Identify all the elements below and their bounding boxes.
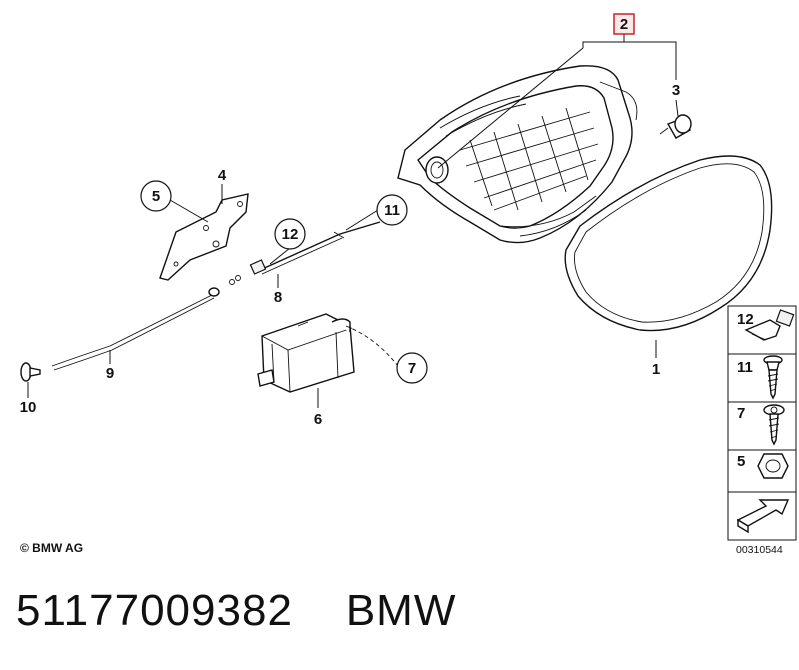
- callout-11: 11: [376, 194, 408, 226]
- pull-knob-part-10: [20, 362, 41, 382]
- leader-lines: [27, 34, 679, 408]
- callout-1: 1: [652, 361, 660, 378]
- legend-panel: 12 11 7 5: [727, 305, 797, 541]
- part-number: 51177009382: [16, 586, 293, 635]
- callout-3: 3: [672, 82, 680, 99]
- arrow-icon: [736, 499, 790, 534]
- fuel-flap-part-1: [564, 155, 773, 332]
- callout-7: 7: [396, 352, 428, 384]
- callout-12: 12: [274, 218, 306, 250]
- legend-label-7: 7: [737, 405, 745, 422]
- callout-5: 5: [140, 180, 172, 212]
- legend-label-12: 12: [737, 311, 754, 328]
- grommet-part-3: [659, 114, 692, 139]
- hex-nut-icon: [757, 453, 789, 479]
- svg-text:12: 12: [282, 226, 299, 243]
- copyright-notice: © BMW AG: [20, 541, 84, 555]
- callout-6: 6: [314, 411, 322, 428]
- svg-text:5: 5: [152, 188, 160, 205]
- callout-4: 4: [218, 167, 227, 184]
- svg-text:11: 11: [384, 202, 400, 219]
- svg-text:7: 7: [408, 360, 416, 377]
- cable-part-8: [229, 221, 381, 285]
- callout-2: 2: [613, 13, 635, 35]
- parts-diagram: 2 3 4 5 11 12 8 9 10 7 6 1 12 11: [20, 13, 797, 541]
- clip-icon: [744, 309, 795, 341]
- drawing-number: 00310544: [736, 544, 783, 556]
- bracket-part-4: [159, 193, 249, 281]
- brand-name: BMW: [345, 586, 457, 635]
- pull-cable-part-9: [51, 287, 220, 371]
- housing-grid: [459, 107, 599, 211]
- legend-label-5: 5: [737, 453, 745, 470]
- callout-10: 10: [20, 399, 37, 416]
- callout-8: 8: [274, 289, 282, 306]
- svg-text:2: 2: [620, 16, 628, 33]
- filler-housing: [397, 65, 638, 244]
- actuator-part-6: [257, 313, 355, 393]
- screw-icon: [763, 355, 783, 400]
- callout-9: 9: [106, 365, 114, 382]
- legend-label-11: 11: [737, 359, 753, 376]
- footer-caption: 51177009382 BMW: [16, 586, 456, 636]
- screw-icon: [763, 404, 785, 446]
